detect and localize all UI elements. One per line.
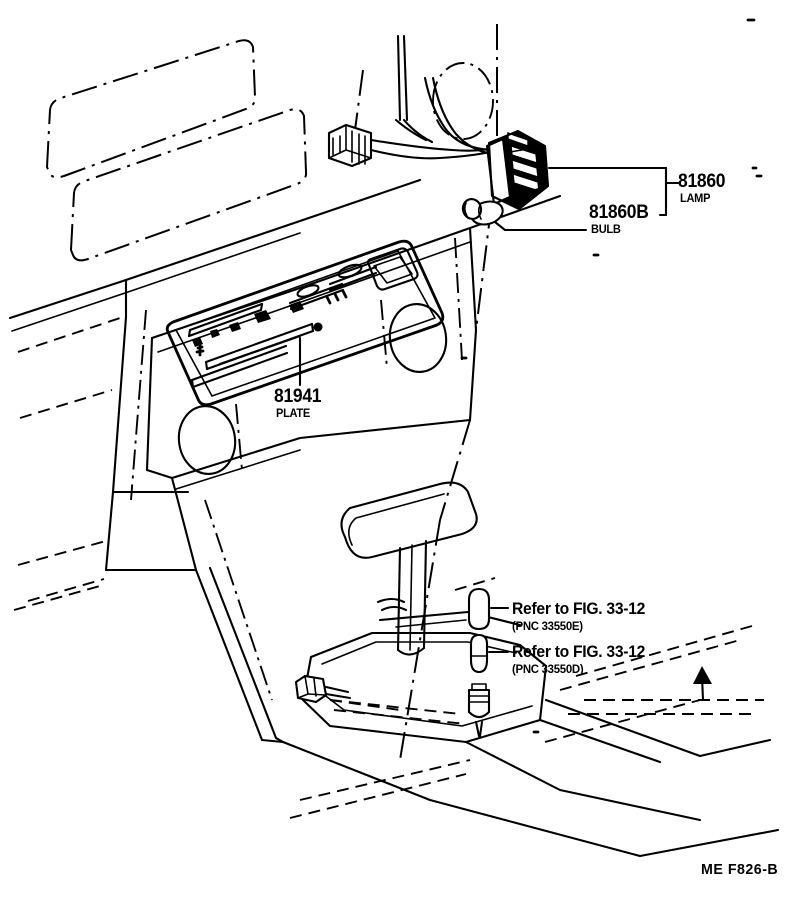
reference-text-33550e[interactable]: Refer to FIG. 33-12 [512,600,646,618]
right-panel [354,24,498,761]
floor-region [281,625,780,858]
bulb-socket-icon[interactable] [467,633,491,738]
callout-part-number-81860: 81860 [678,171,726,192]
callout-part-number-81941: 81941 [274,386,322,407]
bulb-oval-icon[interactable] [467,587,491,631]
callout-leaders [298,166,680,387]
callout-part-name-lamp: LAMP [680,191,711,205]
registration-marks [460,18,763,734]
reference-pnc-33550d: (PNC 33550D) [512,662,584,676]
shift-lever-icon [396,539,428,656]
connector-icon [327,123,373,168]
direction-arrow-icon [693,666,712,702]
callout-part-name-plate: PLATE [276,406,310,420]
reference-text-33550d[interactable]: Refer to FIG. 33-12 [512,643,646,661]
reference-leaders [454,577,510,654]
oval-hole-icon [432,62,494,140]
callout-part-name-bulb: BULB [591,222,621,236]
control-plate-icon [165,239,445,407]
bulb-icon[interactable] [461,197,506,228]
grommet-icon [294,674,401,711]
shift-knob-icon [340,481,478,559]
callout-part-number-81860b: 81860B [589,202,649,223]
cluster-outline-icon [45,39,308,262]
round-vent-icon [177,299,448,475]
center-dash-panel [150,194,562,490]
sheet-footer-code: ME F826-B [700,861,778,878]
reference-pnc-33550e: (PNC 33550E) [512,619,583,633]
dashboard-fascia [8,178,422,744]
rocker-switch-icon[interactable] [485,129,550,211]
